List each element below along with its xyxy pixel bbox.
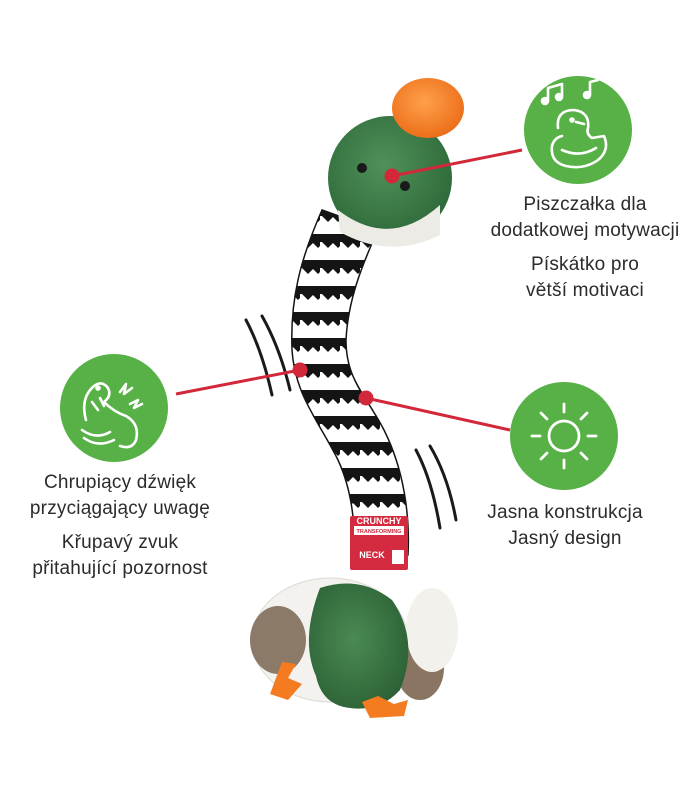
crunch-cz-line-2: přitahující pozornost (32, 558, 208, 579)
product-tag (350, 516, 408, 570)
toy-body (250, 577, 458, 718)
callout-line-squeaker (391, 148, 523, 178)
callout-dot-crunch (292, 362, 308, 378)
squeaker-cz-line-1: Pískátko pro (530, 254, 639, 275)
tag-line-2: TRANSFORMING (357, 529, 402, 535)
callout-line-crunch (175, 368, 301, 396)
squeaky-duck-music-notes-icon (524, 76, 632, 184)
feature-crunch-text: Chrupiący dźwięk przyciągający uwagę Křu… (0, 470, 240, 582)
feature-design-text: Jasna konstrukcja Jasný design (460, 500, 670, 552)
motion-lines-left (244, 314, 292, 397)
crunch-pl-line-1: Chrupiący dźwięk (43, 472, 197, 493)
crunchy-neck-sound-icon (60, 354, 168, 462)
design-cz-line-1: Jasný design (508, 528, 622, 549)
squeaker-cz-line-2: větší motivaci (526, 280, 644, 301)
orange-pompom (392, 78, 464, 138)
callout-lines (175, 148, 523, 432)
feature-squeaker-text: Piszczałka dla dodatkowej motywacji Písk… (470, 192, 696, 304)
motion-lines-right (414, 444, 458, 530)
callout-dot-design (358, 390, 374, 406)
striped-neck (291, 209, 410, 556)
tag-line-3: NECK (359, 550, 385, 560)
crunch-cz-line-1: Křupavý zvuk (61, 532, 179, 553)
tag-line-1: CRUNCHY (357, 516, 402, 526)
squeaker-pl-line-2: dodatkowej motywacji (490, 220, 680, 241)
design-pl-line-1: Jasna konstrukcja (487, 502, 643, 523)
product-tag-text: CRUNCHY TRANSFORMING NECK (357, 516, 402, 560)
duck-toy (250, 78, 464, 718)
sun-icon (510, 382, 618, 490)
callout-line-design (365, 396, 511, 432)
squeaker-pl-line-1: Piszczałka dla (523, 194, 647, 215)
crunch-pl-line-2: przyciągający uwagę (29, 498, 211, 519)
callout-dot-squeaker (384, 168, 400, 184)
